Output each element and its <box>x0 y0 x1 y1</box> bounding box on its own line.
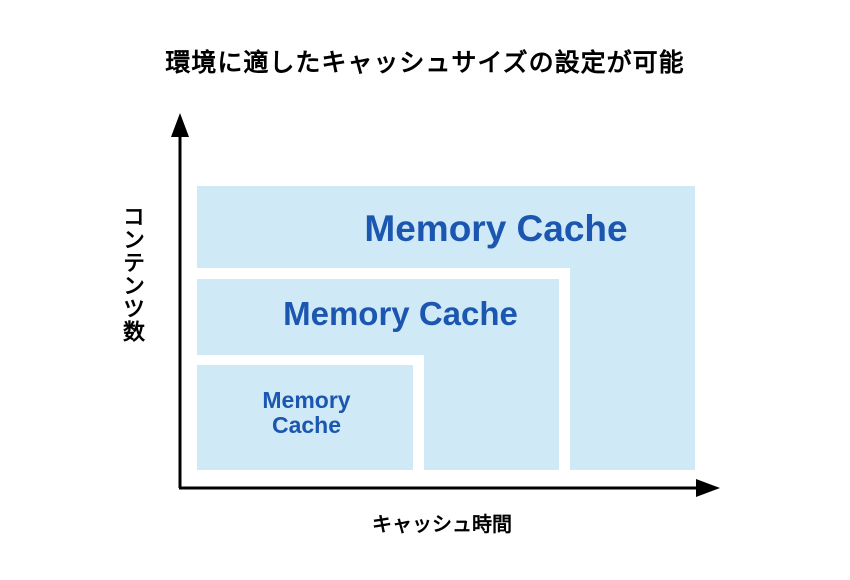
large-cache-label: Memory Cache <box>364 208 628 249</box>
small-cache-label: Memory Cache <box>197 388 416 438</box>
medium-cache-label: Memory Cache <box>283 295 518 332</box>
large-cache-top-band <box>197 186 695 268</box>
x-axis-label: キャッシュ時間 <box>372 512 512 536</box>
medium-cache-band <box>197 279 559 355</box>
medium-cache-right-column <box>424 353 559 470</box>
small-cache-box <box>197 365 413 470</box>
x-axis-arrowhead <box>696 479 720 497</box>
large-cache-right-column <box>570 266 695 470</box>
small-cache-label-line2: Cache <box>271 412 342 438</box>
small-cache-label-line1: Memory <box>262 387 351 413</box>
diagram-title: 環境に適したキャッシュサイズの設定が可能 <box>165 48 685 77</box>
y-axis-arrowhead <box>171 113 189 137</box>
y-axis-label: コンテンツ数 <box>119 205 144 343</box>
